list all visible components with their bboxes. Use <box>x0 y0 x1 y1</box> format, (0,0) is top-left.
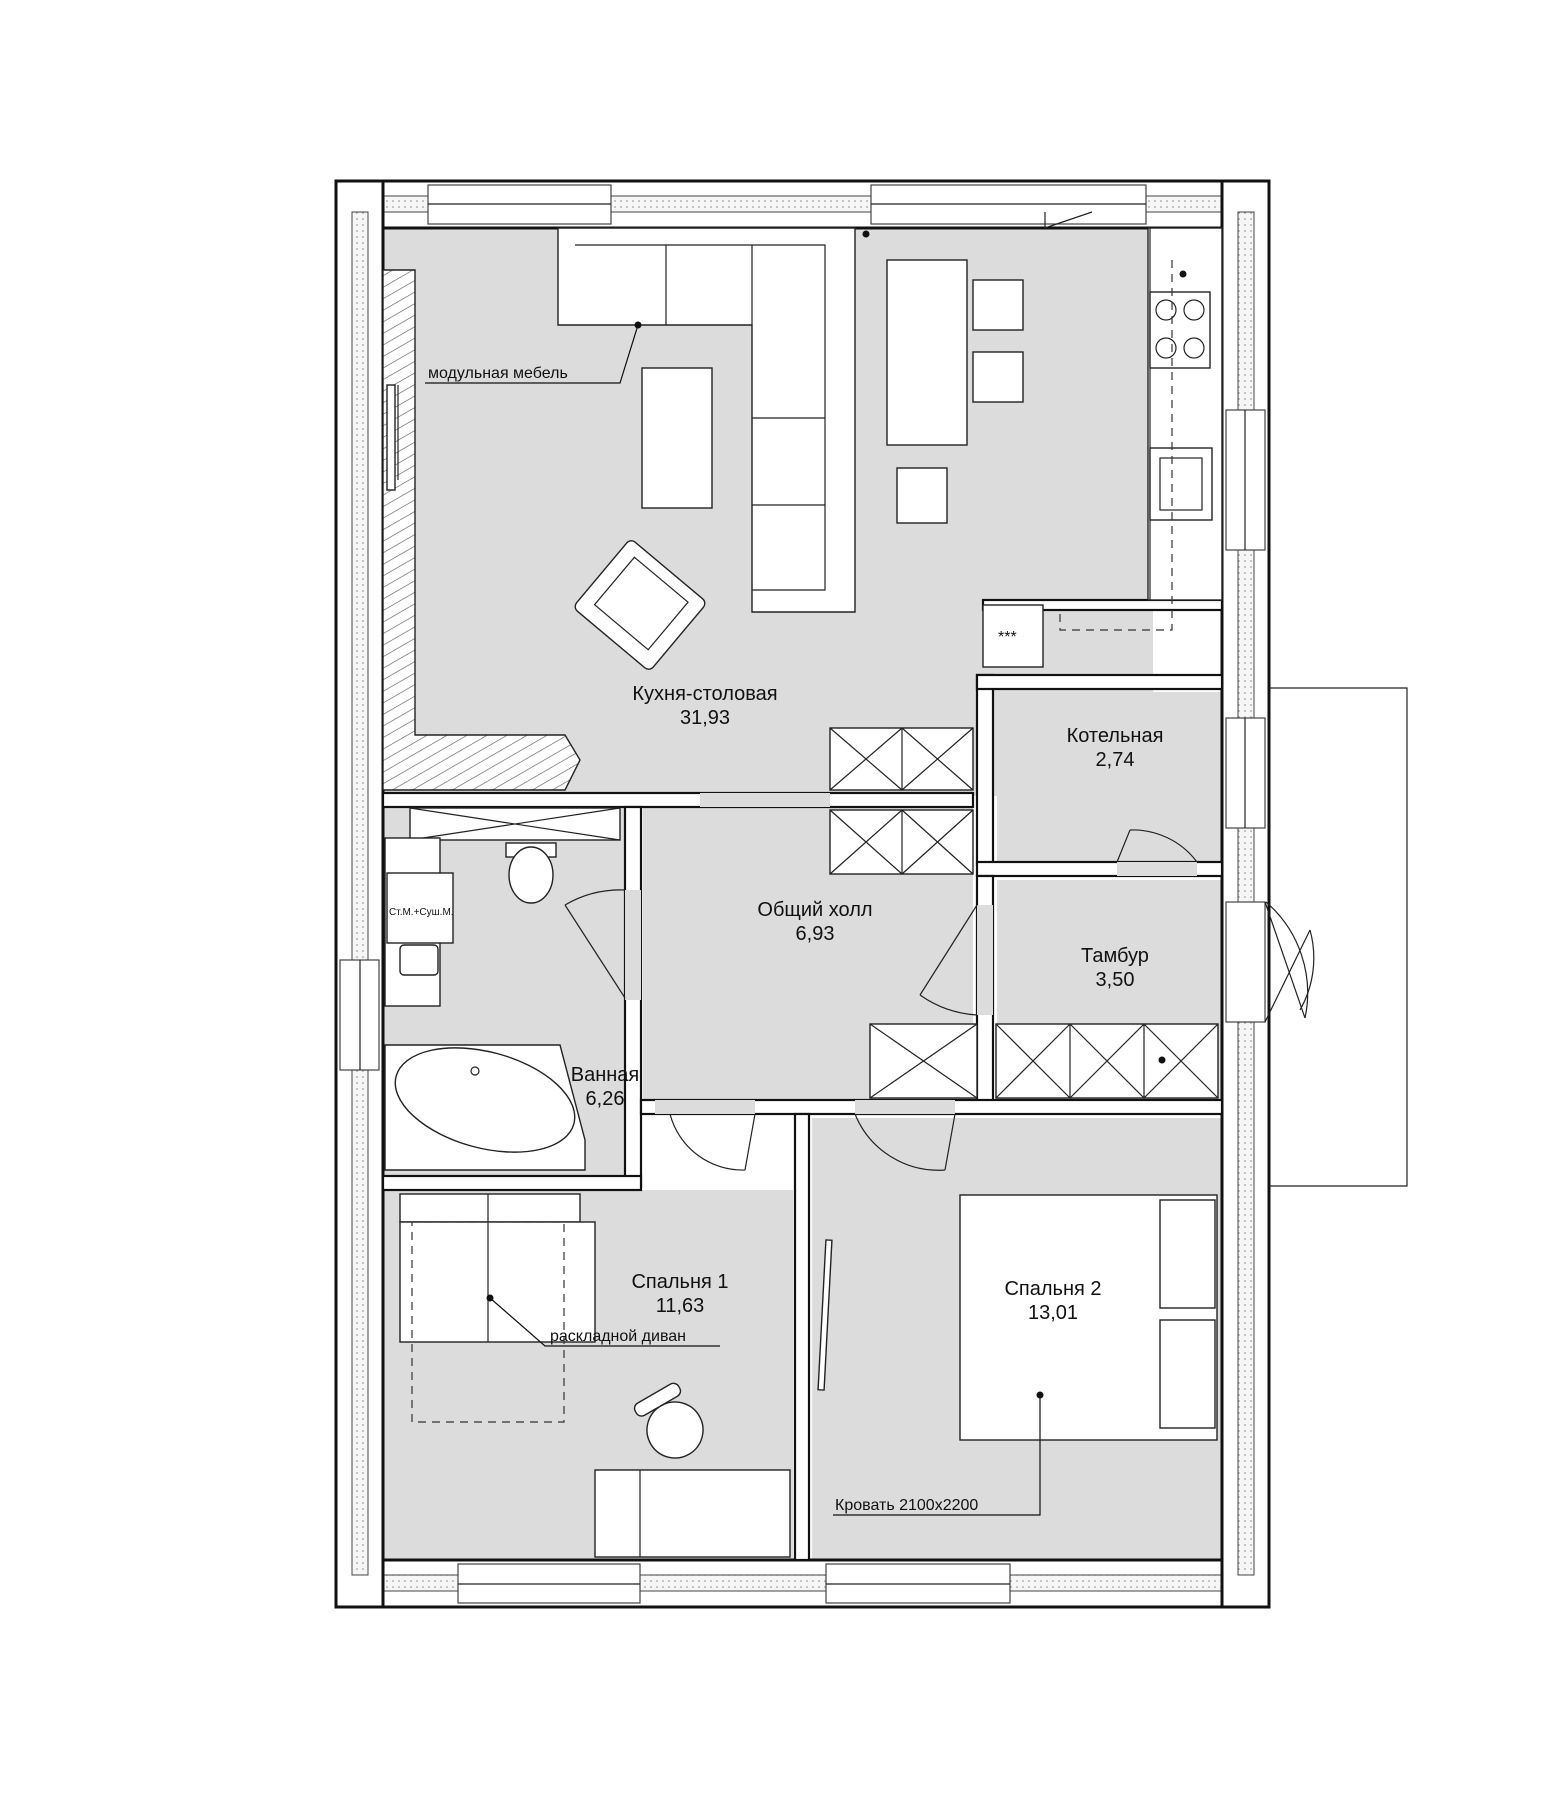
dining-chair-2 <box>972 351 1024 403</box>
doors <box>564 211 1315 1171</box>
door-bedroom2 <box>854 1113 956 1171</box>
dashed-cabinets <box>1059 260 1173 631</box>
wall-bath-bedroom <box>381 1174 643 1192</box>
modular-furniture-leader <box>425 324 639 384</box>
bathroom-furniture: Ст.М.+Суш.М. <box>384 807 621 1171</box>
sofa-bed-unfolded <box>411 1221 565 1423</box>
wall-left-insulation <box>351 211 369 1576</box>
sofa-bed-leader <box>489 1297 720 1347</box>
windows <box>339 184 1266 1604</box>
dining-chair-3 <box>896 467 948 524</box>
porch-outline <box>1269 687 1408 1187</box>
pillow-1 <box>1159 1199 1216 1309</box>
boiler-floor <box>997 692 1222 862</box>
dining-chair-1 <box>972 279 1024 331</box>
bedroom1-name: Спальня 1 <box>631 1271 728 1293</box>
bedroom2-area: 13,01 <box>1028 1302 1078 1324</box>
desk <box>594 1469 791 1558</box>
corner-sofa <box>557 227 856 613</box>
bedroom1-area: 11,63 <box>656 1295 705 1317</box>
wall-kitchen-hall <box>381 791 975 809</box>
kitchen-area: 31,93 <box>680 707 730 729</box>
pillow-2 <box>1159 1319 1216 1429</box>
hall-area: 6,93 <box>796 923 835 945</box>
fridge-marks: *** <box>998 629 1017 646</box>
armchair <box>574 540 706 670</box>
washbasin <box>399 944 439 976</box>
door-boiler <box>1116 829 1198 863</box>
toilet-icon <box>508 846 554 904</box>
door-bathroom <box>564 889 626 999</box>
door-vestibule <box>919 904 978 1016</box>
kitchen-name: Кухня-столовая <box>632 683 777 705</box>
bathroom-area: 6,26 <box>586 1088 625 1110</box>
boiler-name: Котельная <box>1067 725 1164 747</box>
wall-bedroom-separator <box>793 1112 811 1562</box>
coffee-table <box>641 367 713 509</box>
wall-boiler-left <box>975 673 995 867</box>
hall-name: Общий холл <box>757 899 872 921</box>
sink-icon <box>1149 447 1213 521</box>
bathroom-name: Ванная <box>571 1064 640 1086</box>
bed-label: Кровать 2100х2200 <box>835 1497 978 1514</box>
modular-furniture-label: модульная мебель <box>428 365 568 382</box>
bedroom2-furniture <box>817 1194 1218 1441</box>
tv-icon <box>386 384 396 491</box>
door-bedroom1 <box>669 1113 756 1171</box>
boiler-area: 2,74 <box>1096 749 1135 771</box>
bed-leader <box>833 1395 1041 1516</box>
door-openings <box>625 793 1197 1114</box>
washer-dryer <box>386 872 454 944</box>
dining-table <box>886 259 968 446</box>
wall-boiler-top <box>975 673 1224 691</box>
door-entrance-leaf <box>1264 929 1315 1023</box>
bathtub-basin <box>394 1047 576 1153</box>
kitchen-counter <box>1147 227 1223 601</box>
vestibule-furniture <box>995 1023 1219 1099</box>
sofa-back <box>399 1193 581 1223</box>
sofa-bed <box>399 1221 596 1343</box>
hall-furniture <box>829 809 978 1099</box>
door-top-kitchen <box>1044 211 1093 229</box>
fridge <box>982 604 1044 668</box>
vestibule-name: Тамбур <box>1081 945 1149 967</box>
washer-dryer-label: Ст.М.+Суш.М. <box>389 907 454 918</box>
feature-wall <box>382 269 581 791</box>
tv-stand <box>817 1239 833 1391</box>
bedroom1-furniture <box>399 1193 791 1558</box>
room-labels: Кухня-столовая 31,93 Котельная 2,74 Общи… <box>571 683 1164 1324</box>
bedroom2-name: Спальня 2 <box>1004 1278 1101 1300</box>
entrance-opening <box>1225 901 1266 1023</box>
door-entrance <box>1264 901 1309 1019</box>
kitchen-furniture: *** <box>382 227 1223 791</box>
annotations: модульная мебель раскладной диван Кроват… <box>425 230 1187 1516</box>
vestibule-area: 3,50 <box>1096 969 1135 991</box>
sofa-bed-label: раскладной диван <box>550 1328 686 1345</box>
desk-chair <box>633 1382 704 1459</box>
wall-right-insulation <box>1237 211 1255 1576</box>
